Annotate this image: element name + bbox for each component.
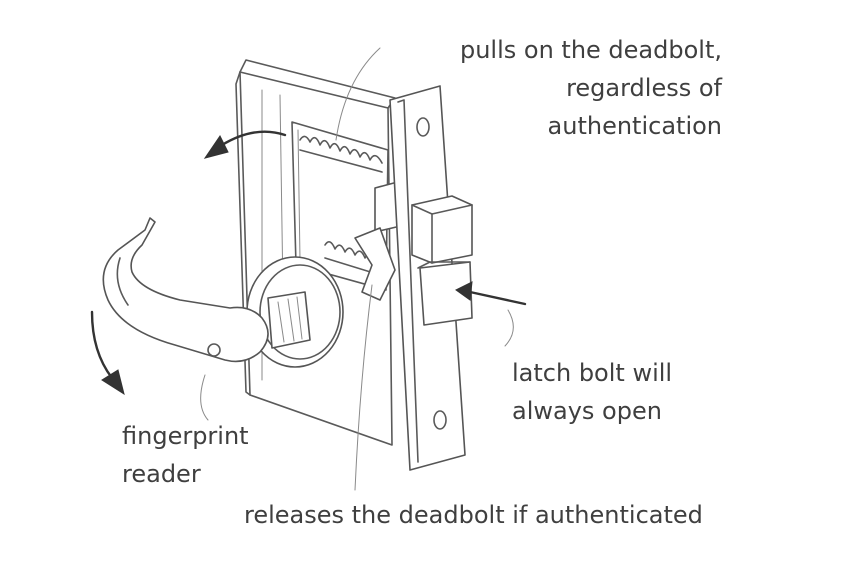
label-line: fingerprint <box>122 422 249 450</box>
label-line: latch bolt will <box>512 359 673 387</box>
rotation-arrow-down-icon <box>90 310 125 396</box>
label-line: authentication <box>547 112 722 140</box>
spring-upper <box>299 135 383 173</box>
label-deadbolt-pull: pulls on the deadbolt, regardless of aut… <box>460 31 722 145</box>
lever-handle <box>102 217 344 368</box>
label-line: always open <box>512 397 662 425</box>
leader-lines <box>200 47 514 491</box>
label-latch-bolt: latch bolt will always open <box>512 354 672 430</box>
label-line: pulls on the deadbolt, <box>459 36 722 64</box>
label-deadbolt-release: releases the deadbolt if authenticated <box>244 501 703 529</box>
key-cylinder <box>207 343 221 357</box>
mortise-lock-body <box>235 59 396 446</box>
label-line: reader <box>122 460 201 488</box>
screw-hole-bottom <box>433 410 447 430</box>
push-arrow-icon <box>455 281 527 306</box>
label-fingerprint-reader: fingerprint reader <box>122 417 249 493</box>
label-line: regardless of <box>566 74 722 102</box>
rotation-arrow-up-icon <box>203 130 287 159</box>
deadbolt <box>411 195 473 264</box>
latch-bolt <box>417 261 473 326</box>
screw-hole-top <box>416 117 430 137</box>
